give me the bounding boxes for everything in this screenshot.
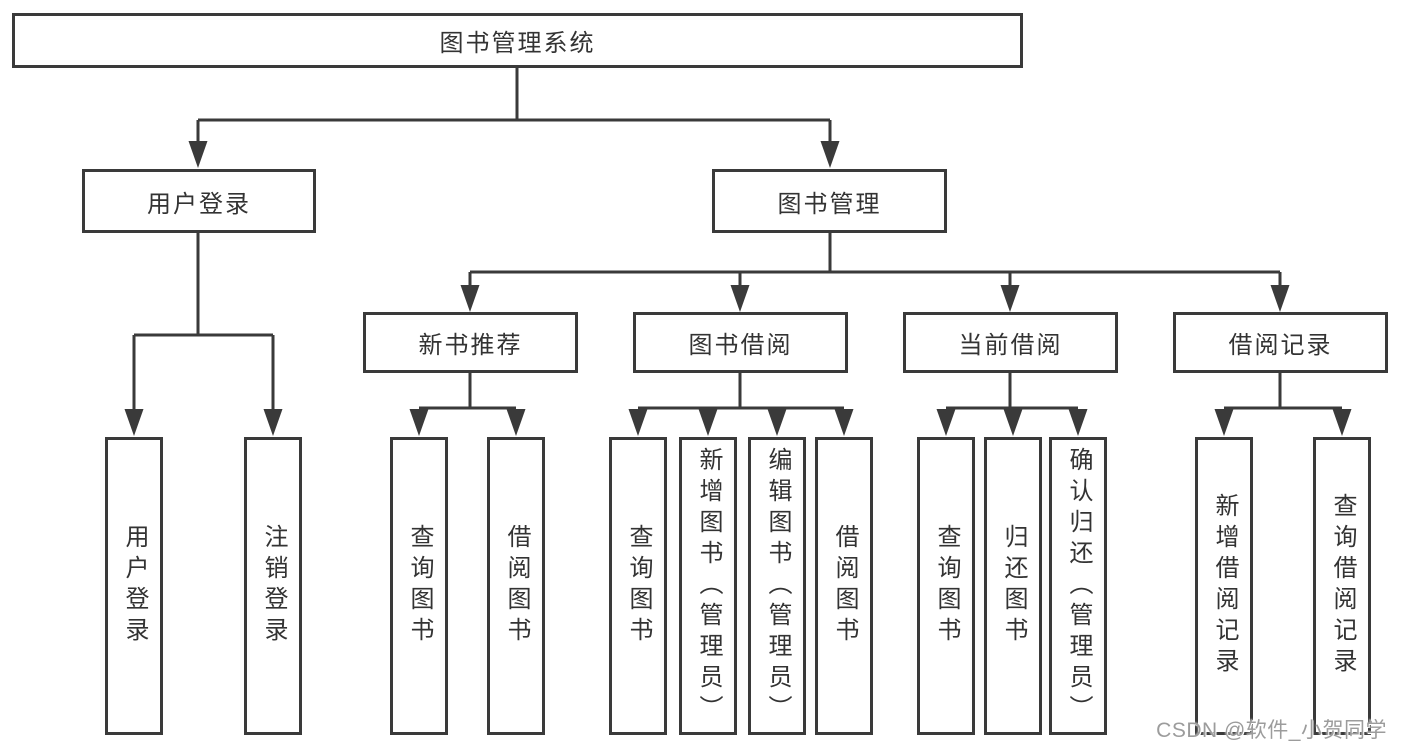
leaf-logout-label: 注销登录 — [260, 524, 287, 648]
node-user-login-label: 用户登录 — [147, 190, 251, 218]
arrow-down-icon — [1214, 409, 1234, 436]
arrow-down-icon — [730, 285, 750, 312]
node-new-book-recommend: 新书推荐 — [363, 312, 578, 373]
arrow-down-icon — [409, 409, 429, 436]
node-root-label: 图书管理系统 — [439, 30, 596, 57]
node-book-borrow-label: 图书借阅 — [688, 332, 793, 359]
node-user-login: 用户登录 — [82, 169, 316, 233]
arrow-down-icon — [1000, 285, 1020, 312]
connector-new-book-recommend-to-leaves — [419, 373, 516, 410]
leaf-query-borrow-record-label: 查询借阅记录 — [1329, 493, 1356, 679]
leaf-borrow-books-label: 借阅图书 — [831, 524, 858, 648]
arrow-down-icon — [188, 141, 208, 168]
connector-root-to-level2 — [196, 68, 832, 146]
connector-book-management-to-level3 — [468, 233, 1282, 290]
node-borrow-records: 借阅记录 — [1173, 312, 1388, 373]
node-current-borrow-label: 当前借阅 — [958, 332, 1063, 359]
leaf-query-borrow-record: 查询借阅记录 — [1313, 437, 1371, 735]
arrow-down-icon — [936, 409, 956, 436]
arrow-down-icon — [1270, 285, 1290, 312]
leaf-confirm-return-admin-label: 确认归还（管理员） — [1065, 446, 1092, 726]
leaf-return-books-label: 归还图书 — [1000, 524, 1027, 648]
leaf-borrow-books-recommend-label: 借阅图书 — [503, 524, 530, 648]
arrow-down-icon — [767, 409, 787, 436]
node-borrow-records-label: 借阅记录 — [1228, 332, 1333, 359]
arrow-down-icon — [1003, 409, 1023, 436]
leaf-return-books: 归还图书 — [984, 437, 1042, 735]
connector-user-login-to-leaves — [132, 233, 275, 414]
arrowheads — [124, 141, 1352, 436]
leaf-edit-books-admin-label: 编辑图书（管理员） — [764, 446, 791, 726]
leaf-add-borrow-record: 新增借阅记录 — [1195, 437, 1253, 735]
csdn-watermark: CSDN @软件_小贺同学 — [1156, 719, 1387, 742]
connector-borrow-records-to-leaves — [1224, 373, 1342, 410]
leaf-query-books-borrow: 查询图书 — [609, 437, 667, 735]
leaf-query-books-borrow-label: 查询图书 — [625, 524, 652, 648]
leaf-borrow-books-recommend: 借阅图书 — [487, 437, 545, 735]
connector-current-borrow-to-leaves — [946, 373, 1078, 410]
arrow-down-icon — [506, 409, 526, 436]
leaf-query-books-recommend: 查询图书 — [390, 437, 448, 735]
node-root: 图书管理系统 — [12, 13, 1023, 68]
arrow-down-icon — [1332, 409, 1352, 436]
leaf-edit-books-admin: 编辑图书（管理员） — [748, 437, 806, 735]
arrow-down-icon — [124, 409, 144, 436]
arrow-down-icon — [460, 285, 480, 312]
arrow-down-icon — [698, 409, 718, 436]
leaf-add-borrow-record-label: 新增借阅记录 — [1211, 493, 1238, 679]
leaf-query-books-current-label: 查询图书 — [933, 524, 960, 648]
leaf-query-books-recommend-label: 查询图书 — [406, 524, 433, 648]
leaf-borrow-books: 借阅图书 — [815, 437, 873, 735]
node-new-book-recommend-label: 新书推荐 — [418, 332, 523, 359]
node-current-borrow: 当前借阅 — [903, 312, 1118, 373]
leaf-add-books-admin: 新增图书（管理员） — [679, 437, 737, 735]
node-book-management: 图书管理 — [712, 169, 947, 233]
node-book-management-label: 图书管理 — [777, 190, 882, 218]
arrow-down-icon — [263, 409, 283, 436]
arrow-down-icon — [1068, 409, 1088, 436]
leaf-confirm-return-admin: 确认归还（管理员） — [1049, 437, 1107, 735]
arrow-down-icon — [820, 141, 840, 168]
leaf-user-login: 用户登录 — [105, 437, 163, 735]
leaf-query-books-current: 查询图书 — [917, 437, 975, 735]
leaf-add-books-admin-label: 新增图书（管理员） — [695, 446, 722, 726]
arrow-down-icon — [834, 409, 854, 436]
leaf-user-login-label: 用户登录 — [121, 524, 148, 648]
connector-book-borrow-to-leaves — [638, 373, 844, 410]
node-book-borrow: 图书借阅 — [633, 312, 848, 373]
arrow-down-icon — [628, 409, 648, 436]
leaf-logout: 注销登录 — [244, 437, 302, 735]
